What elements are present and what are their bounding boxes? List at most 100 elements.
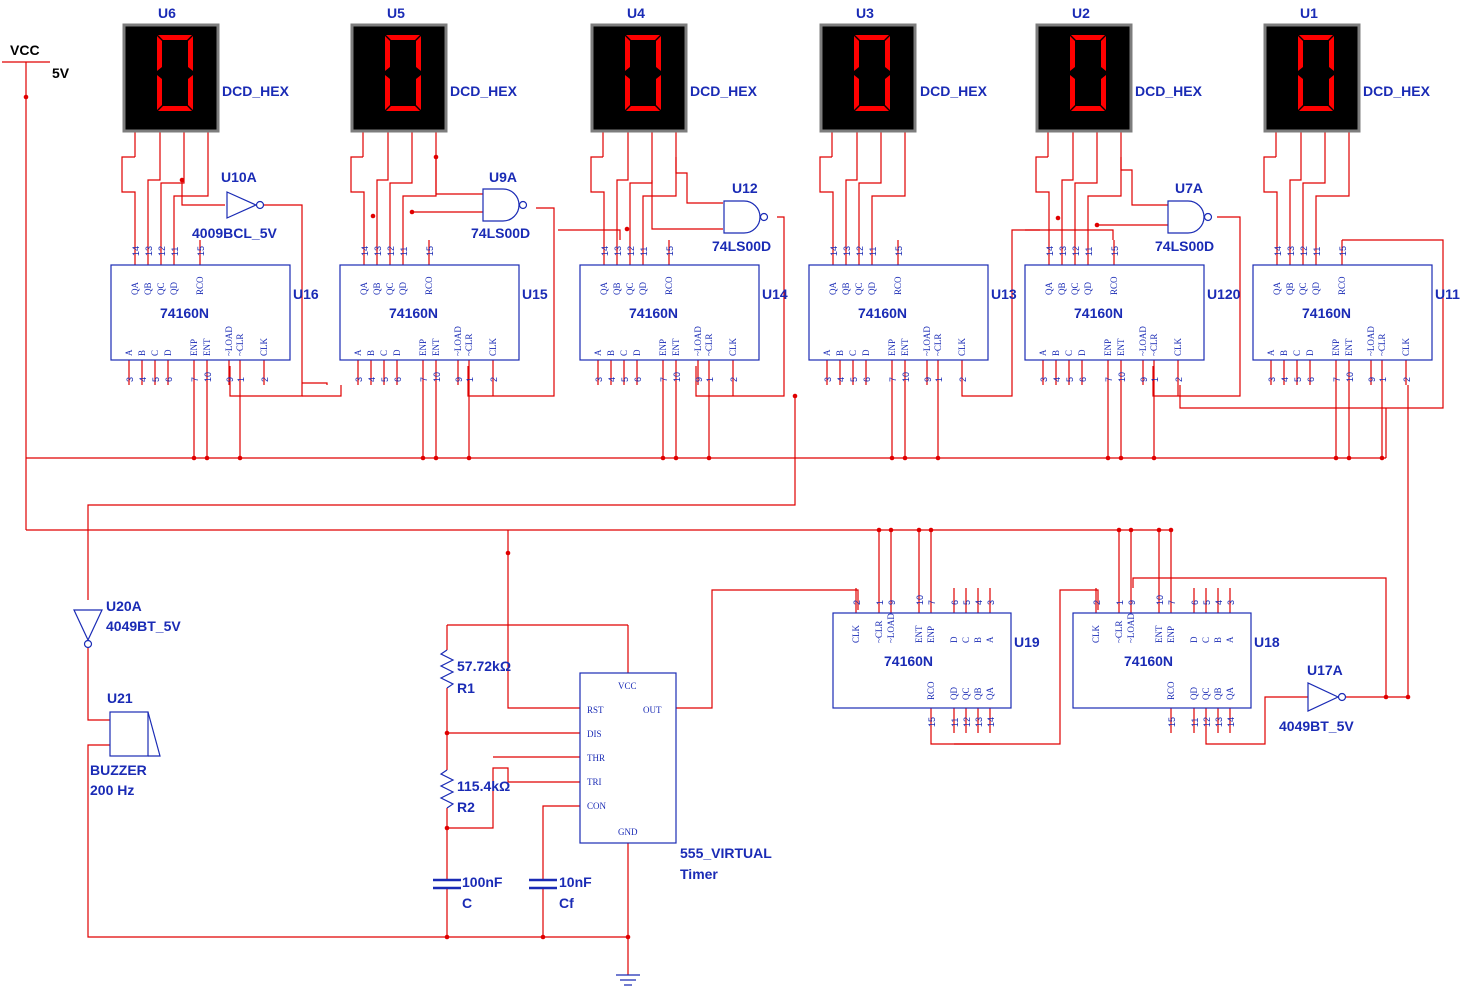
segment-a (1299, 35, 1333, 40)
junction-dot (876, 527, 882, 533)
segment-c (416, 75, 421, 110)
segment-f (157, 36, 162, 71)
counter-bottom-pin-name: D (1077, 349, 1087, 356)
counter-pin-number: 2 (852, 600, 862, 605)
display-ref-u6: U6 (158, 5, 176, 21)
counter-bottom-pin-number: 9 (694, 377, 704, 382)
counter-top-pin-name: QB (1285, 282, 1295, 295)
counter-pin-name: ~CLR (1114, 621, 1124, 643)
counter-part-u19: 74160N (884, 653, 933, 669)
counter-body-bottom (832, 612, 1012, 709)
counter-top-pin-number: 15 (196, 246, 206, 256)
u19-rco-to-u18 (930, 589, 1099, 745)
counter-top-pin-number: 13 (1286, 246, 1296, 256)
counter-top-pin-name: RCO (664, 276, 674, 295)
junction-dot (1094, 222, 1100, 228)
counter-bottom-pin-number: 1 (705, 377, 715, 382)
timer-pin-con: CON (587, 801, 607, 811)
counter-bottom-pin-name: D (861, 349, 871, 356)
counter-bottom-pin-name: C (1064, 350, 1074, 356)
counter-bottom-pin-name: ~LOAD (1138, 326, 1148, 356)
counter-bottom-pin-number: 10 (432, 372, 442, 382)
counter-bottom-pin-name: ENT (202, 338, 212, 356)
counter-top-pin-name: QA (828, 282, 838, 295)
counter-top-pin-name: RCO (1109, 276, 1119, 295)
junction-dot (191, 455, 197, 461)
segment-d (626, 106, 660, 111)
counter-body (808, 264, 989, 361)
counter-pin-name: A (985, 636, 995, 643)
bcd-line-b (1289, 157, 1302, 240)
counter-bottom-pin-number: 7 (419, 377, 429, 382)
net-u15-u14 (558, 229, 621, 240)
counter-bottom-pin-name: CLK (1401, 337, 1411, 356)
gate-ref-u7a: U7A (1175, 180, 1203, 196)
seven-segment-display (819, 23, 917, 133)
gate-ref-u17a: U17A (1307, 662, 1343, 678)
segment-f (1070, 36, 1075, 71)
counter-pin-number: 14 (1226, 717, 1236, 727)
counter-ref-u14: U14 (762, 286, 788, 302)
counter-part-u120: 74160N (1074, 305, 1123, 321)
counter-bottom-pin-number: 10 (1117, 372, 1127, 382)
counter-top-pin-number: 14 (360, 246, 370, 256)
bcd-line-b (147, 157, 161, 240)
counter-top-pin-name: QD (398, 282, 408, 295)
counter-pin-name: QA (985, 687, 995, 700)
u17a-out (1346, 385, 1409, 698)
display-type-u2: DCD_HEX (1135, 83, 1203, 99)
counter-top-pin-name: QA (359, 282, 369, 295)
timer-pin-tri: TRI (587, 777, 602, 787)
counter-bottom-pin-number: 7 (1104, 377, 1114, 382)
gate-part-u12: 74LS00D (712, 238, 771, 254)
counter-bottom-pin-number: 4 (138, 377, 148, 382)
segment-f (1298, 36, 1303, 71)
segment-d (1071, 106, 1105, 111)
timer-rst-wire (507, 625, 580, 709)
counter-bottom-pin-number: 5 (1065, 377, 1075, 382)
counter-top-pin-number: 12 (855, 246, 865, 256)
net-to-u20a (87, 396, 796, 600)
bcd-line-c (629, 157, 653, 240)
counter-bottom-pin-name: A (1266, 349, 1276, 356)
counter-pin-name: QD (1189, 687, 1199, 700)
counter-bottom-pin-number: 1 (1378, 377, 1388, 382)
junction-dot (370, 213, 376, 219)
counter-top-pin-number: 12 (157, 246, 167, 256)
bcd-line-c (389, 157, 413, 240)
counter-top-pin-number: 15 (894, 246, 904, 256)
timer-pin-gnd: GND (618, 827, 638, 837)
counter-bottom-pin-number: 6 (633, 377, 643, 382)
junction-dot (444, 934, 450, 940)
counter-bottom-pin-number: 2 (1174, 377, 1184, 382)
counter-bottom-pin-name: CLK (488, 337, 498, 356)
timer-pin-thr: THR (587, 753, 605, 763)
counter-top-pin-name: QD (1083, 282, 1093, 295)
counter-bottom-pin-number: 10 (672, 372, 682, 382)
counter-bottom-pin-name: C (848, 350, 858, 356)
counter-pin-number: 4 (1214, 600, 1224, 605)
segment-a (158, 35, 192, 40)
junction-dot (928, 527, 934, 533)
segment-c (885, 75, 890, 110)
segment-e (625, 75, 630, 110)
segment-b (885, 36, 890, 71)
counter-bottom-pin-number: 5 (1293, 377, 1303, 382)
segment-f (385, 36, 390, 71)
segment-a (626, 35, 660, 40)
counter-pin-number: 6 (1190, 600, 1200, 605)
gate-nand-u12 (723, 200, 761, 234)
gate-bubble-u17a (1337, 692, 1347, 702)
counter-ref-u11: U11 (1435, 286, 1460, 302)
counter-top-pin-number: 15 (665, 246, 675, 256)
counter-pin-number: 1 (875, 600, 885, 605)
counter-bottom-pin-number: 5 (151, 377, 161, 382)
counter-ref-u15: U15 (522, 286, 548, 302)
gate-part-u10a: 4009BCL_5V (192, 225, 277, 241)
counter-bottom-pin-name: A (1038, 349, 1048, 356)
counter-top-pin-name: QC (854, 282, 864, 295)
counter-top-pin-number: 12 (386, 246, 396, 256)
counter-bottom-pin-number: 5 (849, 377, 859, 382)
counter-bottom-pin-number: 7 (659, 377, 669, 382)
counter-bottom-pin-number: 7 (1332, 377, 1342, 382)
